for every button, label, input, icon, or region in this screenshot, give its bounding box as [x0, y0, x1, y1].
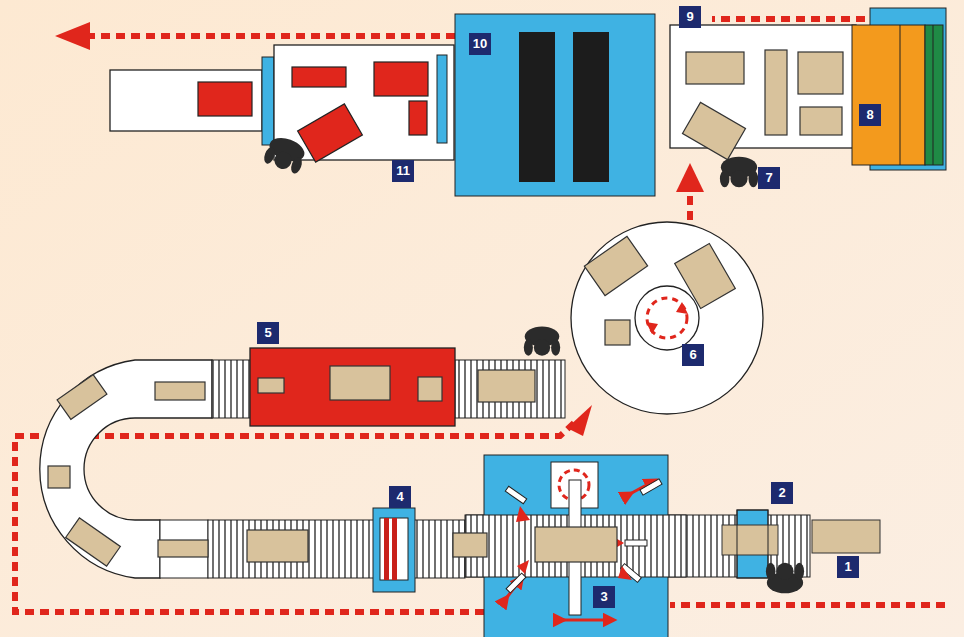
callout-text: 6 [689, 347, 696, 362]
callout-text: 11 [396, 163, 410, 178]
callout-text: 7 [765, 170, 772, 185]
callout-text: 3 [600, 589, 607, 604]
callout-number: 7 [758, 167, 780, 189]
callout-number: 8 [859, 104, 881, 126]
callout-text: 10 [473, 36, 487, 51]
callout-number: 6 [682, 344, 704, 366]
callout-text: 9 [686, 9, 693, 24]
callout-number: 4 [389, 486, 411, 508]
callout-number: 2 [771, 482, 793, 504]
callout-text: 2 [778, 485, 785, 500]
callout-text: 1 [844, 559, 851, 574]
callout-number: 1 [837, 556, 859, 578]
callout-text: 5 [264, 325, 271, 340]
callout-text: 4 [396, 489, 403, 504]
callout-number: 9 [679, 6, 701, 28]
callout-number: 3 [593, 586, 615, 608]
callout-number: 10 [469, 33, 491, 55]
callout-number: 5 [257, 322, 279, 344]
callout-number: 11 [392, 160, 414, 182]
callout-text: 8 [866, 107, 873, 122]
